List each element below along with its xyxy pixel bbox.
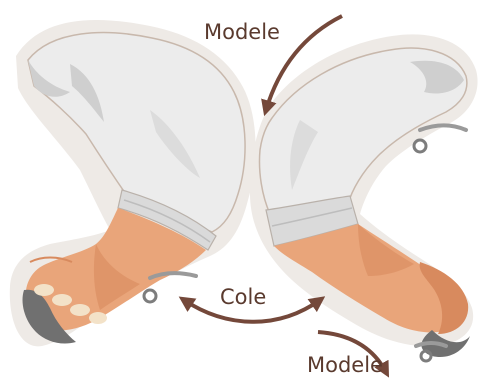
middle-arrow-label: Cole — [220, 287, 266, 308]
scissors-icon — [144, 273, 196, 302]
bottom-arrow-label: Modele — [307, 355, 383, 376]
right-arm-illustration — [250, 34, 478, 361]
top-arrow-label: Modele — [204, 22, 280, 43]
left-arm-illustration — [10, 20, 256, 346]
